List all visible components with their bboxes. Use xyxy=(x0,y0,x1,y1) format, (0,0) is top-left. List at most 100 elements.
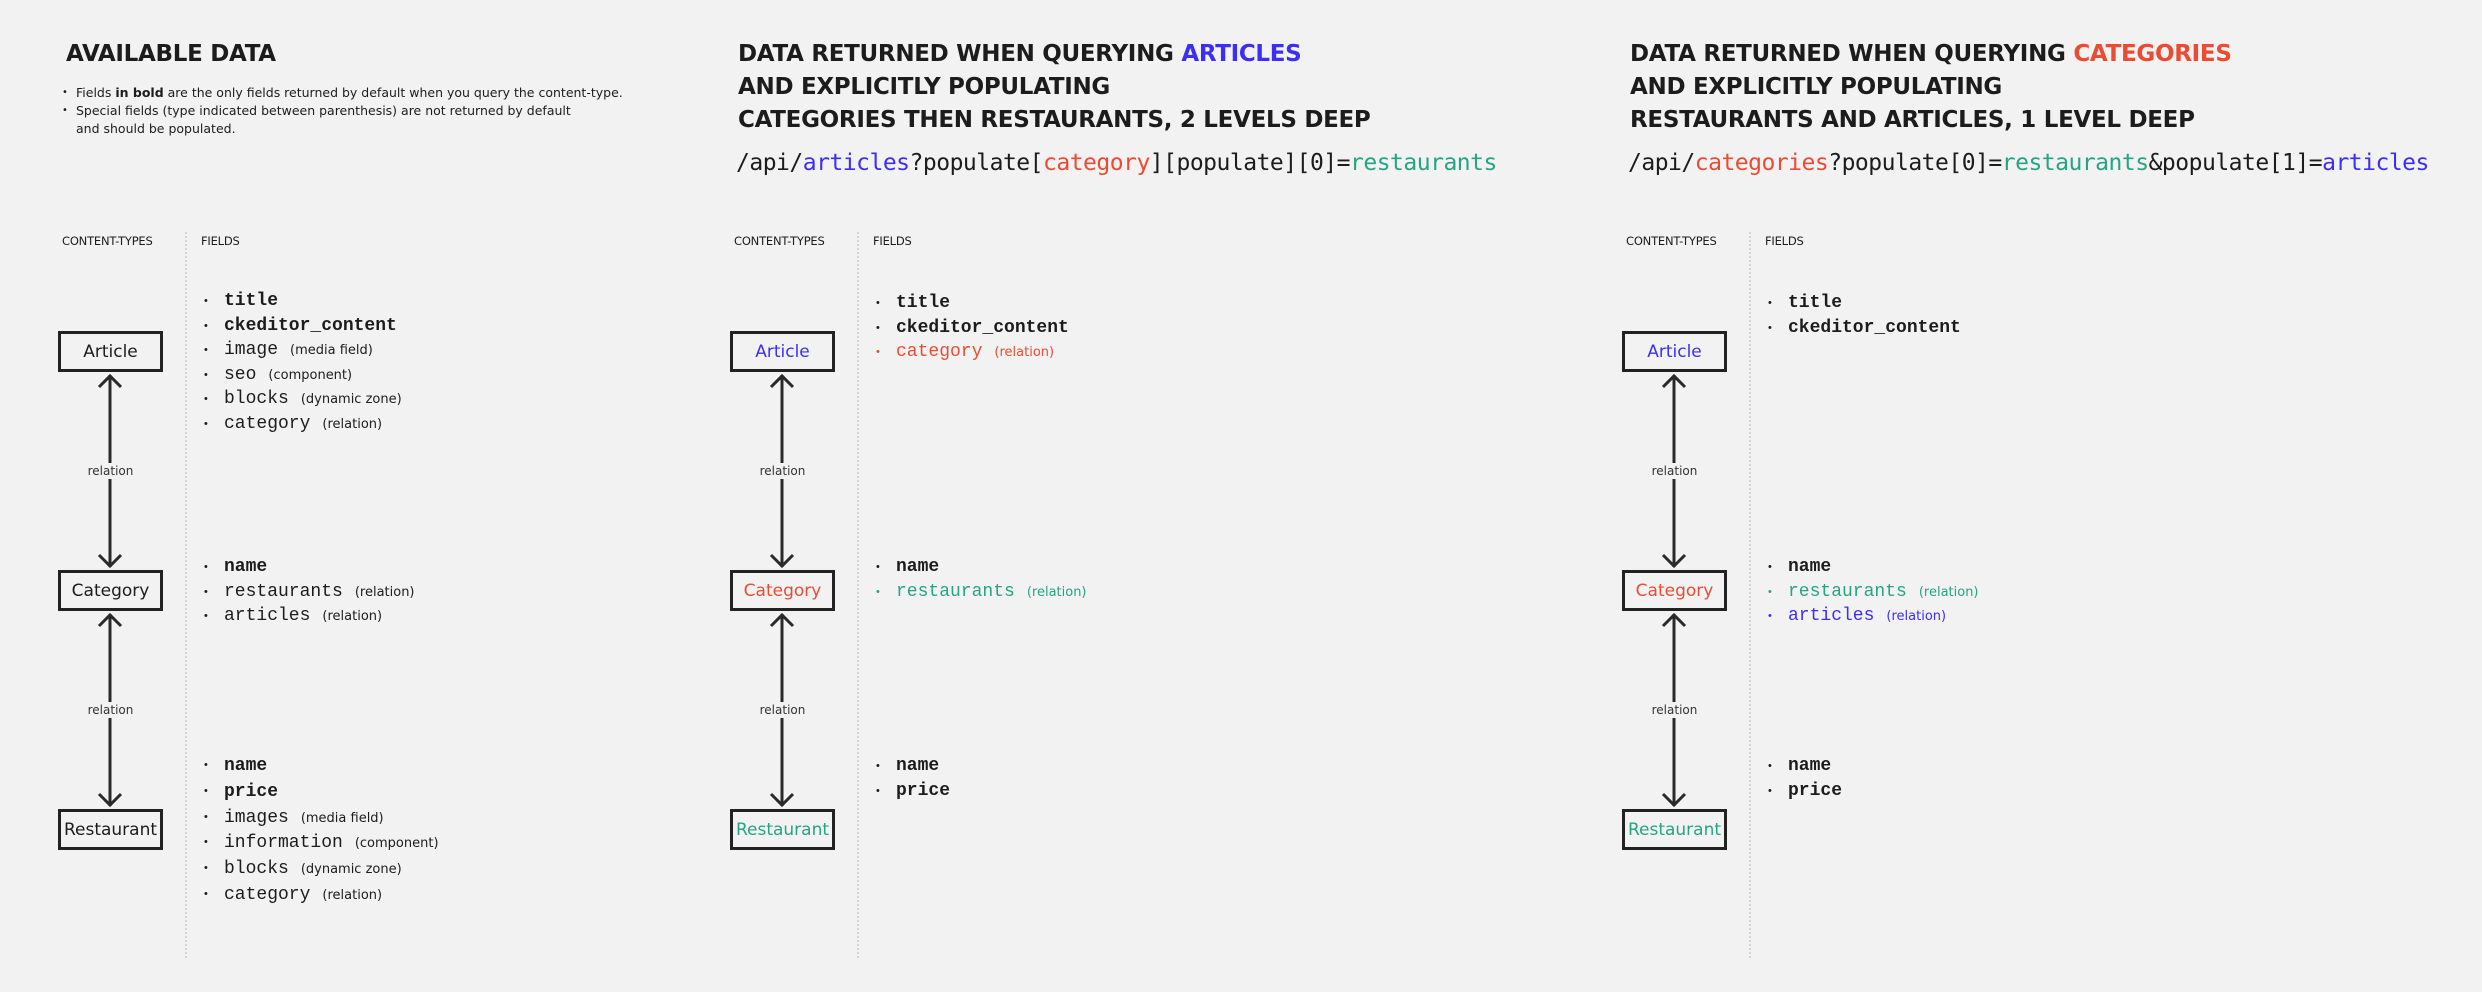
field-type-note: (relation) xyxy=(1026,584,1087,600)
node-article: Article xyxy=(1622,331,1727,372)
field-item: •price xyxy=(1768,779,1842,804)
field-name: images xyxy=(224,807,289,828)
field-name: title xyxy=(896,293,951,313)
field-name: restaurants xyxy=(224,581,343,602)
fields-restaurant: •name•price xyxy=(876,754,950,803)
field-item: •price xyxy=(876,779,950,804)
url-segment: /api/ xyxy=(1628,150,1695,176)
field-item: •price xyxy=(204,779,439,805)
title-line: DATA RETURNED WHEN QUERYING ARTICLES xyxy=(738,38,1371,71)
bullet-icon: • xyxy=(1768,585,1772,598)
field-item: •category(relation) xyxy=(204,412,402,437)
title-segment: DATA RETURNED WHEN QUERYING xyxy=(738,41,1182,67)
url-segment: restaurants xyxy=(2001,150,2149,176)
bullet-icon: • xyxy=(204,295,208,307)
bullet-icon: • xyxy=(1768,297,1772,309)
title-segment: RESTAURANTS AND ARTICLES, 1 LEVEL DEEP xyxy=(1630,107,2195,133)
url-segment: ?populate[ xyxy=(909,150,1044,176)
field-type-note: (component) xyxy=(268,367,353,383)
content-types-header: CONTENT-TYPES xyxy=(734,234,825,248)
bullet-icon: • xyxy=(204,887,208,900)
field-item: • ckeditor_content xyxy=(876,316,1069,341)
field-item: •category(relation) xyxy=(876,340,1069,365)
title-segment: DATA RETURNED WHEN QUERYING xyxy=(1630,41,2074,67)
note-text: and should be populated. xyxy=(76,121,236,136)
field-item: •articles(relation) xyxy=(1768,604,1979,629)
field-name: name xyxy=(1788,557,1832,577)
field-name: restaurants xyxy=(896,581,1015,602)
node-category: Category xyxy=(58,570,163,611)
bullet-icon: • xyxy=(204,784,208,797)
column-divider xyxy=(857,232,859,958)
field-name: articles xyxy=(224,606,311,626)
field-item: •restaurants(relation) xyxy=(876,580,1087,605)
fields-restaurant: •name•price xyxy=(1768,754,1842,803)
bullet-icon: • xyxy=(876,346,880,358)
field-name: price xyxy=(1788,780,1843,801)
fields-article: • title • ckeditor_content•category(relatio… xyxy=(876,291,1069,365)
bullet-icon: • xyxy=(876,297,880,309)
field-item: •restaurants(relation) xyxy=(1768,580,1979,605)
title-line: DATA RETURNED WHEN QUERYING CATEGORIES xyxy=(1630,38,2232,71)
title-segment: CATEGORIES THEN RESTAURANTS, 2 LEVELS DE… xyxy=(738,107,1371,133)
field-item: •name xyxy=(876,555,1087,580)
title-line: AND EXPLICITLY POPULATING xyxy=(1630,71,2232,104)
field-name: name xyxy=(224,756,268,776)
bullet-icon: • xyxy=(1768,610,1772,622)
field-item: • category (relation) xyxy=(204,882,439,908)
bullet-icon: • xyxy=(876,561,880,573)
field-name: title xyxy=(224,291,279,311)
field-name: name xyxy=(1788,756,1832,776)
field-item: • title xyxy=(876,291,1069,316)
bullet-icon: • xyxy=(204,417,208,430)
title-segment: ARTICLES xyxy=(1181,41,1302,67)
bullet-icon: • xyxy=(204,610,208,622)
field-name: category xyxy=(224,413,311,434)
note-item: and should be populated. xyxy=(58,120,623,138)
bullet-icon: • xyxy=(876,321,880,334)
title-segment: AVAILABLE DATA xyxy=(66,41,276,67)
fields-header: FIELDS xyxy=(201,234,240,248)
field-name: ckeditor_content xyxy=(896,317,1069,338)
note-text: in bold xyxy=(115,85,164,100)
node-category: Category xyxy=(1622,570,1727,611)
field-name: blocks xyxy=(224,389,289,409)
field-name: ckeditor_content xyxy=(224,315,397,336)
field-type-note: (relation) xyxy=(354,584,415,600)
url-segment: ][populate][0]= xyxy=(1149,150,1351,176)
bullet-icon: • xyxy=(204,810,208,823)
field-item: •image(media field) xyxy=(204,338,402,363)
field-item: •name xyxy=(204,555,415,580)
panel-query-categories: DATA RETURNED WHEN QUERYING CATEGORIES AN… xyxy=(1622,0,2429,992)
url-segment: articles xyxy=(802,150,910,176)
field-name: blocks xyxy=(224,859,289,880)
field-type-note: (dynamic zone) xyxy=(300,392,402,407)
fields-restaurant: •name•price•images(media field)•informat… xyxy=(204,753,439,908)
api-url: /api/articles?populate[category][populat… xyxy=(736,146,1497,180)
title-segment: AND EXPLICITLY POPULATING xyxy=(1630,74,2003,100)
field-name: articles xyxy=(1788,606,1875,626)
bullet-icon: • xyxy=(204,368,208,381)
note-item: Special fields (type indicated between p… xyxy=(58,102,623,120)
node-restaurant: Restaurant xyxy=(58,809,163,850)
field-item: •blocks(dynamic zone) xyxy=(204,856,439,882)
bullet-icon: • xyxy=(204,836,208,849)
field-type-note: (relation) xyxy=(322,887,383,903)
bullet-icon: • xyxy=(204,393,208,405)
url-segment: &populate[1]= xyxy=(2148,150,2323,176)
field-type-note: (component) xyxy=(354,836,439,852)
relation-label: relation xyxy=(730,463,835,479)
note-text: Special fields (type indicated between p… xyxy=(76,103,571,118)
url-segment: ?populate[0]= xyxy=(1828,150,2002,176)
field-type-note: (media field) xyxy=(300,810,384,826)
field-type-note: (relation) xyxy=(322,609,383,624)
node-category: Category xyxy=(730,570,835,611)
fields-article: • title • ckeditor_content•image(media fiel… xyxy=(204,289,402,436)
bullet-icon: • xyxy=(876,760,880,772)
field-name: category xyxy=(224,884,311,905)
title-line: AVAILABLE DATA xyxy=(66,38,276,71)
note-text: are the only fields returned by default … xyxy=(163,85,623,100)
field-name: ckeditor_content xyxy=(1788,317,1961,338)
url-segment: category xyxy=(1043,150,1150,176)
